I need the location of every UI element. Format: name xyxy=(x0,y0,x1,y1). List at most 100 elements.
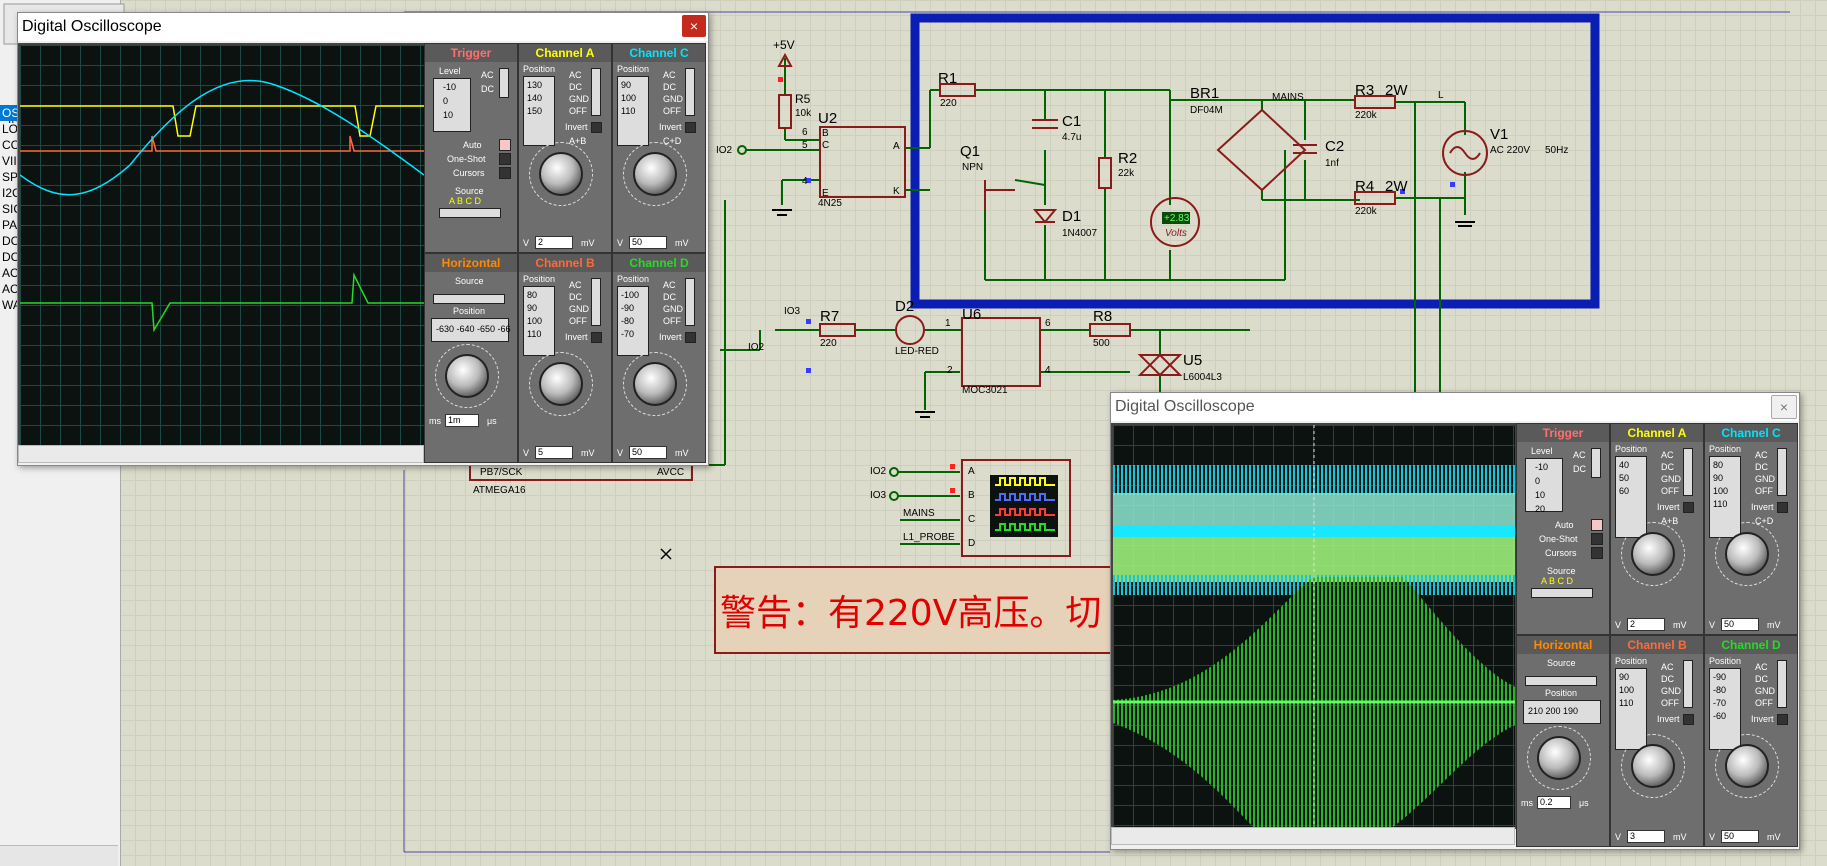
chD-coupling-switch[interactable] xyxy=(1777,660,1787,708)
chC-position-slider[interactable] xyxy=(1709,456,1741,538)
chD-value-box[interactable]: 50 xyxy=(1721,830,1759,843)
list-item[interactable]: WA xyxy=(2,298,21,312)
chD-invert-button[interactable] xyxy=(1777,714,1788,725)
chB-gnd-label: GND xyxy=(1661,686,1681,696)
oscilloscope-2-close-button[interactable]: × xyxy=(1771,395,1797,419)
chA-volts-knob[interactable] xyxy=(1631,532,1675,576)
chD-dial-ring xyxy=(623,352,687,416)
trigger-auto-button[interactable] xyxy=(499,139,511,151)
schematic-label-d2v: LED-RED xyxy=(895,346,939,357)
oscilloscope-2-title[interactable]: Digital Oscilloscope xyxy=(1111,393,1799,421)
trigger-oneshot-button[interactable] xyxy=(499,153,511,165)
list-horizontal-scrollbar[interactable] xyxy=(0,845,118,866)
list-item[interactable]: DC xyxy=(2,250,20,264)
chA-scale-label: 60 xyxy=(1619,486,1630,496)
horizontal-source-slider[interactable] xyxy=(1525,676,1597,686)
chC-scale-label: 110 xyxy=(621,106,636,116)
trigger-cursors-button[interactable] xyxy=(499,167,511,179)
trigger-oneshot-label: One-Shot xyxy=(447,154,486,164)
chA-ac-label: AC xyxy=(569,70,582,80)
chA-coupling-switch[interactable] xyxy=(591,68,601,116)
horizontal-value-box[interactable]: 1m xyxy=(445,414,479,427)
list-item[interactable]: PA xyxy=(2,218,18,232)
list-item[interactable]: AC xyxy=(2,282,19,296)
oscilloscope-1-title[interactable]: Digital Oscilloscope xyxy=(18,13,708,41)
oscilloscope-1-scrollbar[interactable] xyxy=(18,445,424,463)
horizontal-source-slider[interactable] xyxy=(433,294,505,304)
trigger-oneshot-button[interactable] xyxy=(1591,533,1603,545)
list-item[interactable]: SP xyxy=(2,170,19,184)
list-item[interactable]: DC xyxy=(2,234,20,248)
schematic-label-atmega: ATMEGA16 xyxy=(473,485,526,496)
oscilloscope-2-scrollbar[interactable] xyxy=(1111,827,1515,845)
list-item[interactable]: LO xyxy=(2,122,19,136)
horizontal-timebase-knob[interactable] xyxy=(445,354,489,398)
list-item[interactable]: AC xyxy=(2,266,19,280)
schematic-label-u2: U2 xyxy=(818,110,838,127)
horizontal-position-scale: 210 200 190 xyxy=(1528,706,1579,716)
chD-value-box[interactable]: 50 xyxy=(629,446,667,459)
list-item[interactable]: CC xyxy=(2,138,20,152)
list-item[interactable]: I2C xyxy=(2,186,21,200)
chA-scale-label: 140 xyxy=(527,93,543,103)
chA-value-box[interactable]: 2 xyxy=(1627,618,1665,631)
chA-volts-knob[interactable] xyxy=(539,152,583,196)
chD-ac-label: AC xyxy=(1755,662,1768,672)
chB-value-box[interactable]: 5 xyxy=(535,446,573,459)
chB-coupling-switch[interactable] xyxy=(1683,660,1693,708)
trigger-coupling-switch[interactable] xyxy=(1591,448,1601,478)
trigger-source-slider[interactable] xyxy=(1531,588,1593,598)
chA-invert-button[interactable] xyxy=(1683,502,1694,513)
chB-coupling-switch[interactable] xyxy=(591,278,601,326)
chC-volts-knob[interactable] xyxy=(1725,532,1769,576)
chC-position-label: Position xyxy=(1709,444,1742,454)
trigger-level-slider[interactable] xyxy=(433,78,471,132)
chC-coupling-switch[interactable] xyxy=(685,68,695,116)
chC-invert-button[interactable] xyxy=(1777,502,1788,513)
schematic-label-mains: MAINS xyxy=(1272,92,1304,103)
chB-volts-knob[interactable] xyxy=(1631,744,1675,788)
chC-invert-button[interactable] xyxy=(685,122,696,133)
chA-invert-label: Invert xyxy=(565,122,588,132)
chD-coupling-switch[interactable] xyxy=(685,278,695,326)
trigger-level-slider[interactable] xyxy=(1525,458,1563,512)
chA-position-slider[interactable] xyxy=(523,76,555,146)
horizontal-timebase-knob[interactable] xyxy=(1537,736,1581,780)
chD-position-slider[interactable] xyxy=(617,286,649,356)
horizontal-position-slider[interactable]: 210 200 190 xyxy=(1523,700,1601,724)
chC-value-box[interactable]: 50 xyxy=(629,236,667,249)
chC-volts-knob[interactable] xyxy=(633,152,677,196)
horizontal-value-box[interactable]: 0.2 xyxy=(1537,796,1571,809)
schematic-label-avcc: AVCC xyxy=(657,467,685,478)
chB-off-label: OFF xyxy=(569,316,587,326)
trigger-auto-button[interactable] xyxy=(1591,519,1603,531)
chB-invert-button[interactable] xyxy=(591,332,602,343)
chA-invert-button[interactable] xyxy=(591,122,602,133)
chC-coupling-switch[interactable] xyxy=(1777,448,1787,496)
schematic-label-volts: Volts xyxy=(1165,228,1187,239)
schematic-label-r4: R4 xyxy=(1355,178,1375,195)
oscilloscope-1-close-button[interactable]: × xyxy=(682,15,706,37)
chD-invert-button[interactable] xyxy=(685,332,696,343)
chD-volts-knob[interactable] xyxy=(1725,744,1769,788)
chC-value-box[interactable]: 50 xyxy=(1721,618,1759,631)
chA-coupling-switch[interactable] xyxy=(1683,448,1693,496)
chC-position-slider[interactable] xyxy=(617,76,649,146)
chB-volts-knob[interactable] xyxy=(539,362,583,406)
chB-invert-button[interactable] xyxy=(1683,714,1694,725)
chD-volts-knob[interactable] xyxy=(633,362,677,406)
list-item[interactable]: VII xyxy=(2,154,17,168)
chB-position-slider[interactable] xyxy=(523,286,555,356)
chB-value-box[interactable]: 3 xyxy=(1627,830,1665,843)
chA-gnd-label: GND xyxy=(1661,474,1681,484)
chA-value-box[interactable]: 2 xyxy=(535,236,573,249)
trigger-cursors-button[interactable] xyxy=(1591,547,1603,559)
trigger-coupling-switch[interactable] xyxy=(499,68,509,98)
chD-unit-mv: mV xyxy=(675,448,689,458)
trigger-source-slider[interactable] xyxy=(439,208,501,218)
horizontal-position-slider[interactable]: -630 -640 -650 -66 xyxy=(431,318,511,342)
